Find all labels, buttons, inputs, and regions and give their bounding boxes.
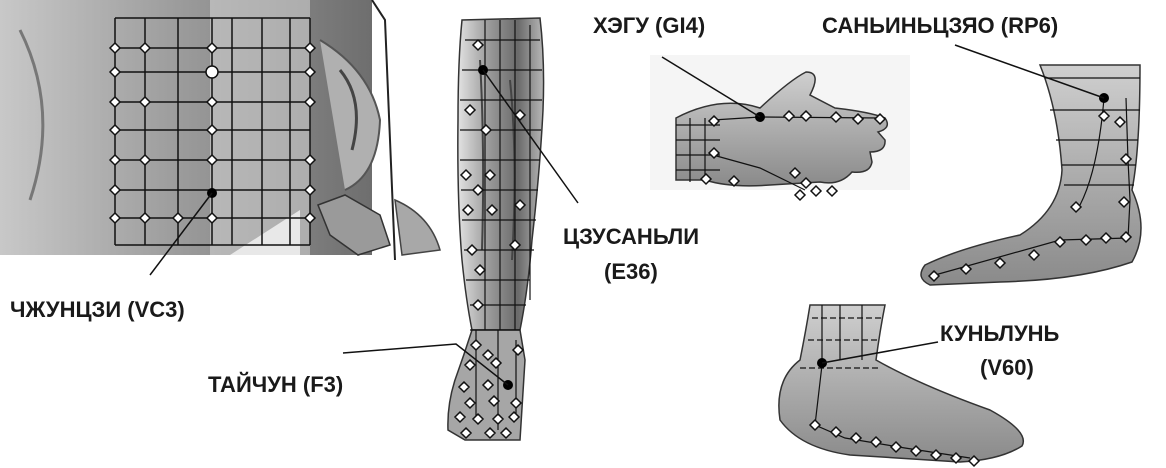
- taichong-label: ТАЙЧУН (F3): [208, 373, 343, 397]
- zhongji-label: ЧЖУНЦЗИ (VC3): [10, 298, 185, 322]
- zusanli-code-label: (E36): [604, 260, 658, 284]
- sanyinjiao-label: САНЬИНЬЦЗЯО (RP6): [822, 14, 1058, 38]
- kunlun-name-label: КУНЬЛУНЬ: [940, 322, 1059, 346]
- hegu-label: ХЭГУ (GI4): [593, 14, 705, 38]
- zusanli-name-label: ЦЗУСАНЬЛИ: [563, 225, 699, 249]
- leg-illustration: [448, 18, 544, 440]
- kunlun-code-label: (V60): [980, 356, 1034, 380]
